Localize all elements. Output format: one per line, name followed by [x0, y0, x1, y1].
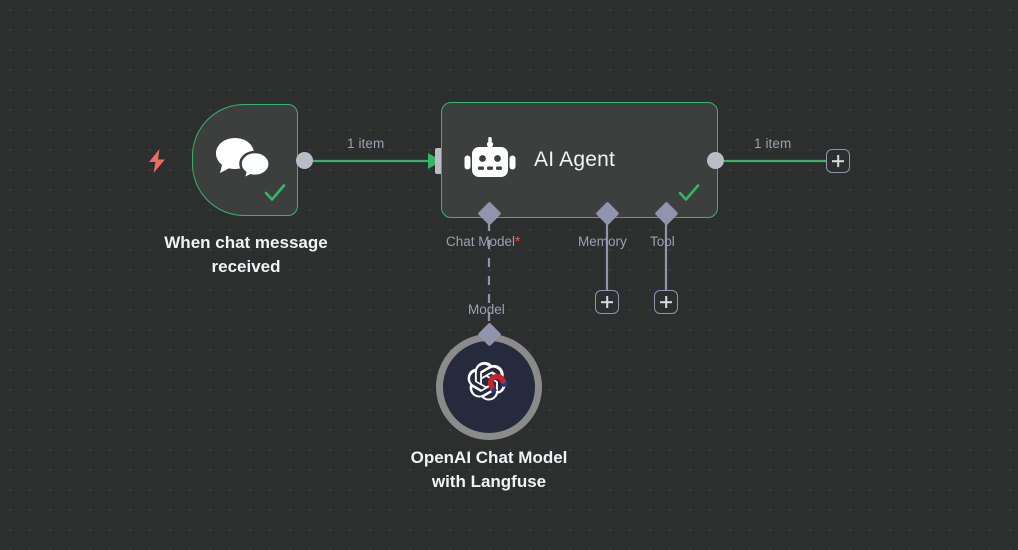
status-success-check-icon — [263, 182, 287, 209]
node-caption-trigger: When chat message received — [164, 233, 328, 277]
lightning-bolt-icon — [146, 148, 168, 179]
trigger-output-port[interactable] — [296, 152, 313, 169]
sub-connector-label-memory: Memory — [578, 234, 627, 249]
sub-connector-label-model: Model — [468, 302, 505, 317]
agent-input-port[interactable] — [435, 148, 445, 174]
agent-output-port[interactable] — [707, 152, 724, 169]
node-when-chat-message-received[interactable] — [192, 104, 298, 216]
add-next-node-button[interactable] — [826, 149, 850, 173]
add-tool-button[interactable] — [654, 290, 678, 314]
node-openai-chat-model[interactable] — [436, 334, 542, 440]
robot-icon — [464, 137, 516, 183]
edge-label-agent-to-next: 1 item — [754, 136, 792, 151]
edge-label-trigger-to-agent: 1 item — [347, 136, 385, 151]
node-ai-agent[interactable]: AI Agent — [441, 102, 718, 218]
required-marker-chat-model: * — [515, 234, 521, 249]
status-success-check-icon-agent — [677, 182, 701, 209]
sub-connector-label-tool: Tool — [650, 234, 675, 249]
sub-connector-label-chat-model: Chat Model* — [446, 234, 521, 249]
chat-bubbles-icon — [193, 105, 297, 215]
node-title-ai-agent: AI Agent — [534, 148, 615, 171]
node-caption-openai-chat-model: OpenAI Chat Model with Langfuse — [410, 448, 568, 492]
add-memory-button[interactable] — [595, 290, 619, 314]
openai-langfuse-icon — [461, 357, 517, 418]
